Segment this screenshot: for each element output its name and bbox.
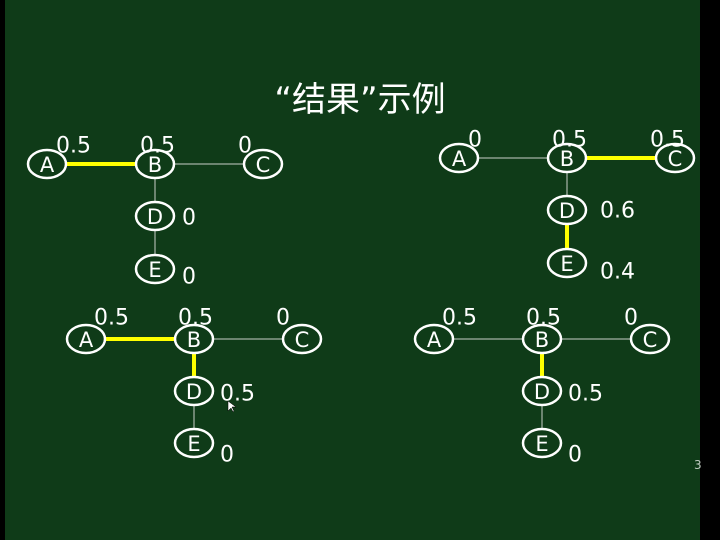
node-a: A [438,142,480,174]
node-d: D [546,194,588,226]
node-shape [134,200,176,232]
node-label: D [186,380,202,404]
node-value-a: 0.5 [442,306,477,331]
node-label: A [427,328,442,352]
node-shape [521,375,563,407]
node-shape [546,247,588,279]
node-label: D [147,205,163,229]
node-label: C [668,147,683,171]
node-shape [413,323,455,355]
node-d: D [134,200,176,232]
node-value-a: 0.5 [56,134,91,159]
node-a: A [26,148,68,180]
node-shape [281,323,323,355]
node-shape [134,253,176,285]
node-value-e: 0 [182,265,196,290]
node-a: A [413,323,455,355]
node-e: E [521,427,563,459]
node-label: B [535,328,549,352]
node-b: B [173,323,215,355]
slide-title: “结果”示例 [274,80,446,120]
mouse-cursor-icon [227,400,237,413]
node-label: D [559,199,575,223]
node-b: B [521,323,563,355]
node-label: E [560,252,573,276]
node-label: A [79,328,94,352]
node-shape [654,142,696,174]
node-value-b: 0.5 [178,306,213,331]
node-e: E [134,253,176,285]
node-value-e: 0 [220,443,234,468]
node-value-a: 0.5 [94,306,129,331]
node-shape [65,323,107,355]
node-label: C [295,328,310,352]
node-label: A [40,153,55,177]
node-value-d: 0 [182,206,196,231]
node-shape [26,148,68,180]
node-value-e: 0.4 [600,260,635,285]
node-label: E [535,432,548,456]
node-value-b: 0.5 [552,128,587,153]
node-c: C [629,323,671,355]
node-shape [242,148,284,180]
node-e: E [173,427,215,459]
node-shape [173,427,215,459]
node-value-b: 0.5 [526,306,561,331]
node-value-c: 0 [276,306,290,331]
node-label: E [148,258,161,282]
node-value-d: 0.6 [600,199,635,224]
node-shape [629,323,671,355]
node-shape [173,323,215,355]
node-b: B [546,142,588,174]
node-c: C [281,323,323,355]
node-value-d: 0.5 [220,382,255,407]
node-value-c: 0 [624,306,638,331]
node-e: E [546,247,588,279]
node-shape [521,427,563,459]
node-shape [546,142,588,174]
node-value-c: 0.5 [650,128,685,153]
node-label: B [187,328,201,352]
node-label: C [643,328,658,352]
node-d: D [173,375,215,407]
node-value-c: 0 [238,134,252,159]
node-shape [438,142,480,174]
node-label: B [148,153,162,177]
node-shape [173,375,215,407]
node-value-a: 0 [468,128,482,153]
node-value-b: 0.5 [140,134,175,159]
node-a: A [65,323,107,355]
node-b: B [134,148,176,180]
node-shape [134,148,176,180]
node-value-e: 0 [568,443,582,468]
node-c: C [654,142,696,174]
node-label: B [560,147,574,171]
node-value-d: 0.5 [568,382,603,407]
node-shape [546,194,588,226]
node-d: D [521,375,563,407]
node-label: A [452,147,467,171]
node-label: E [187,432,200,456]
page-number: 3 [694,458,702,472]
node-label: C [256,153,271,177]
node-label: D [534,380,550,404]
node-c: C [242,148,284,180]
node-shape [521,323,563,355]
